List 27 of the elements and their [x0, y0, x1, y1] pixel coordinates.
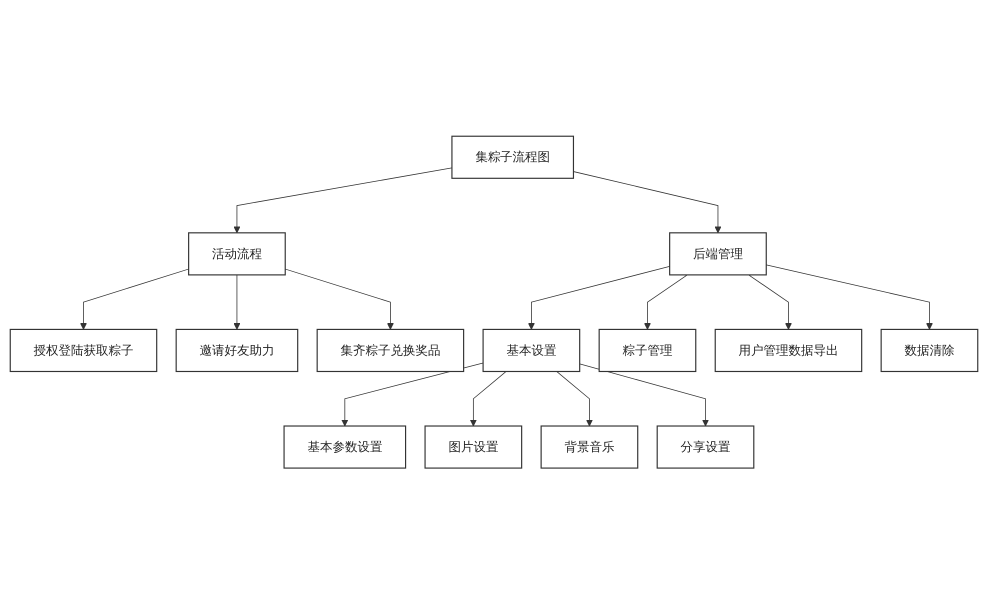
arrow: [80, 269, 190, 330]
node-box: 集粽子流程图: [451, 136, 574, 180]
node-box: 分享设置: [656, 426, 754, 469]
arrow: [234, 274, 240, 330]
arrow: [766, 264, 933, 330]
node-box: 集齐粽子兑换奖品: [316, 329, 464, 372]
arrow: [284, 269, 394, 330]
node-box: 后端管理: [669, 232, 767, 276]
arrow: [341, 362, 484, 427]
node-box: 基本设置: [482, 329, 580, 372]
arrow: [470, 371, 506, 427]
arrow: [748, 274, 792, 330]
arrow: [579, 364, 709, 427]
node-box: 活动流程: [188, 232, 286, 276]
arrow: [528, 266, 670, 330]
node-box: 用户管理数据导出: [714, 329, 862, 372]
node-box: 背景音乐: [540, 426, 638, 469]
node-box: 数据清除: [880, 329, 978, 372]
arrow: [234, 168, 452, 234]
arrow: [644, 274, 688, 330]
node-box: 邀请好友助力: [176, 329, 298, 372]
node-box: 授权登陆获取粽子: [10, 329, 158, 372]
node-box: 基本参数设置: [283, 426, 406, 469]
arrow: [573, 172, 722, 234]
node-box: 粽子管理: [598, 329, 696, 372]
node-box: 图片设置: [424, 426, 522, 469]
arrow: [556, 371, 593, 427]
